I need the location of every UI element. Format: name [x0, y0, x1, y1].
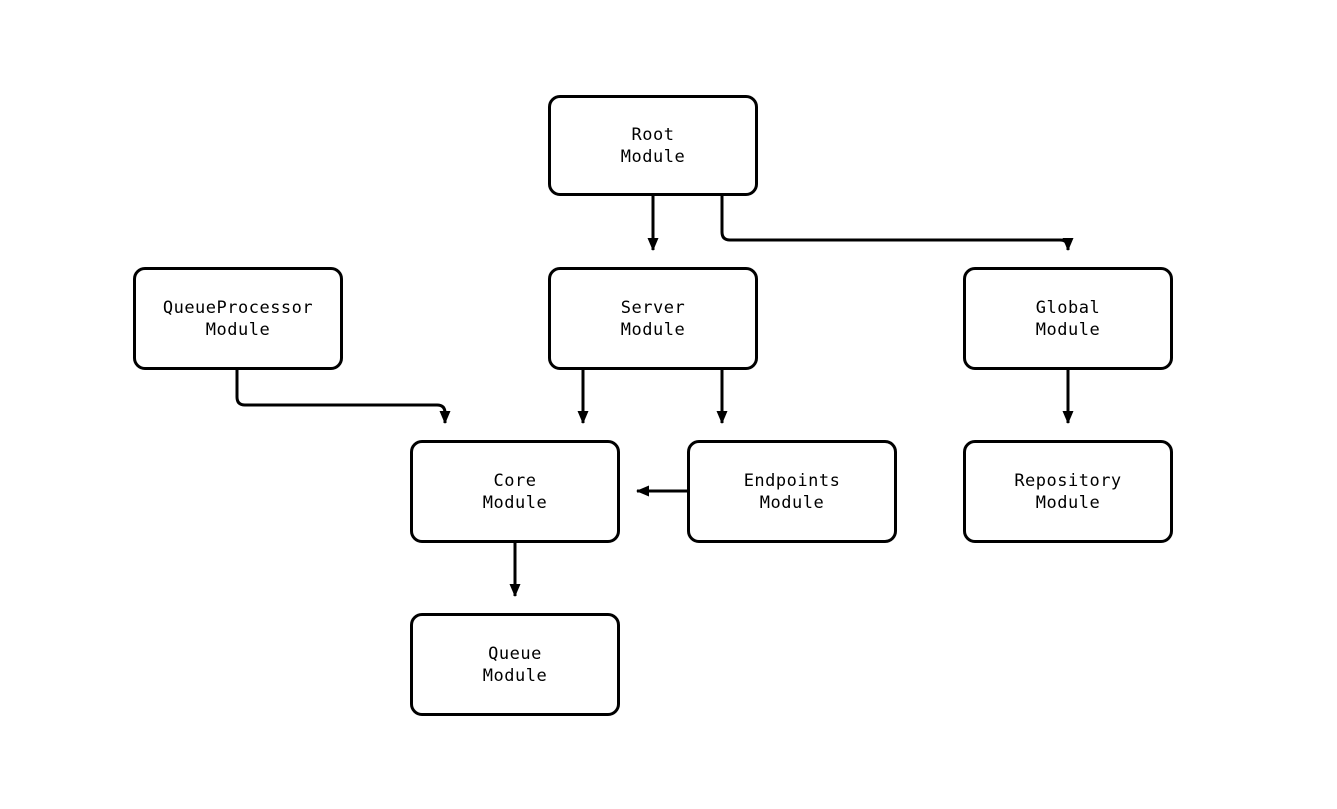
node-server-module-suffix: Module — [620, 319, 686, 340]
node-repository-module-suffix: Module — [1035, 492, 1101, 513]
node-global-module[interactable]: Global Module — [963, 267, 1173, 370]
node-queue-module-name: Queue — [488, 643, 542, 664]
node-repository-module-name: Repository — [1014, 470, 1122, 491]
node-repository-module[interactable]: Repository Module — [963, 440, 1173, 543]
node-server-module-name: Server — [620, 297, 686, 318]
node-endpoints-module-suffix: Module — [759, 492, 825, 513]
node-root-module[interactable]: Root Module — [548, 95, 758, 196]
node-core-module-suffix: Module — [482, 492, 548, 513]
node-queue-module-suffix: Module — [482, 665, 548, 686]
node-global-module-name: Global — [1035, 297, 1101, 318]
node-endpoints-module-name: Endpoints — [743, 470, 841, 491]
node-root-module-suffix: Module — [620, 146, 686, 167]
node-queueprocessor-module-name: QueueProcessor — [162, 297, 314, 318]
node-endpoints-module[interactable]: Endpoints Module — [687, 440, 897, 543]
node-queueprocessor-module-suffix: Module — [205, 319, 271, 340]
edge-root-to-global — [720, 196, 1074, 251]
node-queue-module[interactable]: Queue Module — [410, 613, 620, 716]
node-global-module-suffix: Module — [1035, 319, 1101, 340]
node-core-module-name: Core — [493, 470, 537, 491]
node-queueprocessor-module[interactable]: QueueProcessor Module — [133, 267, 343, 370]
node-core-module[interactable]: Core Module — [410, 440, 620, 543]
node-root-module-name: Root — [631, 124, 675, 145]
node-server-module[interactable]: Server Module — [548, 267, 758, 370]
edge-queueprocessor-to-core — [235, 370, 451, 424]
